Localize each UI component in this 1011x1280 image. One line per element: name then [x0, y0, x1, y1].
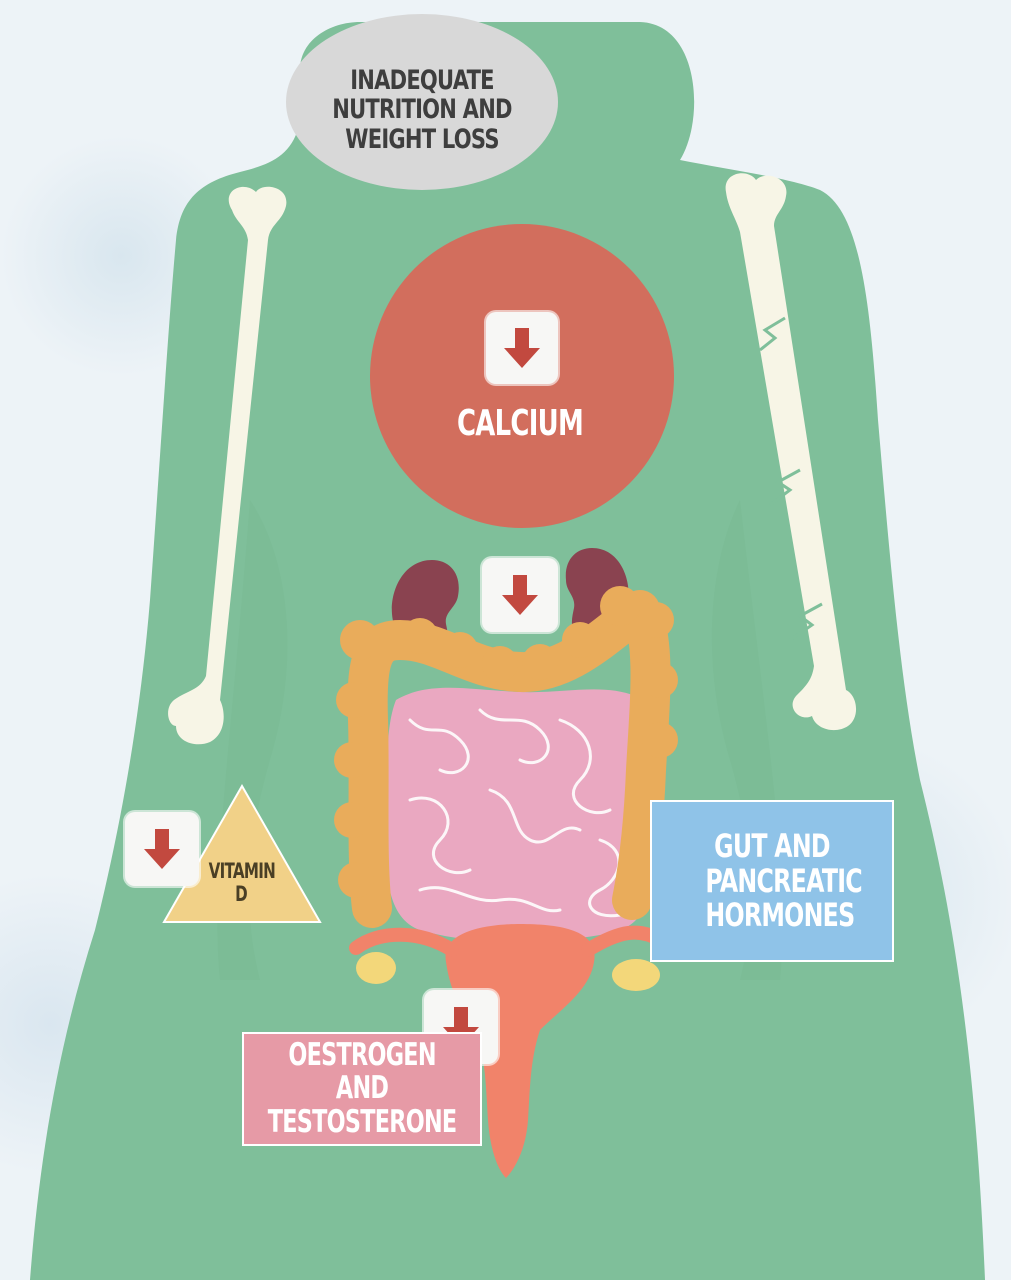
vitamin-d-label-line2: D	[209, 883, 274, 906]
gut-hormones-box: GUT AND PANCREATIC HORMONES	[650, 800, 894, 962]
ovary-left-icon	[356, 952, 396, 984]
calcium-label: CALCIUM	[448, 405, 592, 444]
sex-hormones-box: OESTROGEN AND TESTOSTERONE	[242, 1032, 482, 1146]
ovary-right-icon	[612, 959, 660, 991]
gut-hormones-label: GUT AND PANCREATIC HORMONES	[705, 829, 838, 933]
vitamin-d-label: VITAMIN D	[209, 860, 274, 905]
down-arrow-icon	[500, 573, 540, 617]
down-arrow-icon	[142, 827, 182, 871]
vitamin-d-arrow-box	[125, 812, 199, 886]
title-bubble: Inadequate nutrition and weight loss	[316, 22, 528, 198]
title-bubble-text: Inadequate nutrition and weight loss	[316, 66, 528, 153]
down-arrow-icon	[502, 326, 542, 370]
calcium-arrow-box	[486, 312, 558, 384]
kidney-arrow-box	[482, 558, 558, 632]
sex-hormones-label: OESTROGEN AND TESTOSTERONE	[268, 1039, 457, 1139]
vitamin-d-label-line1: VITAMIN	[209, 860, 274, 883]
